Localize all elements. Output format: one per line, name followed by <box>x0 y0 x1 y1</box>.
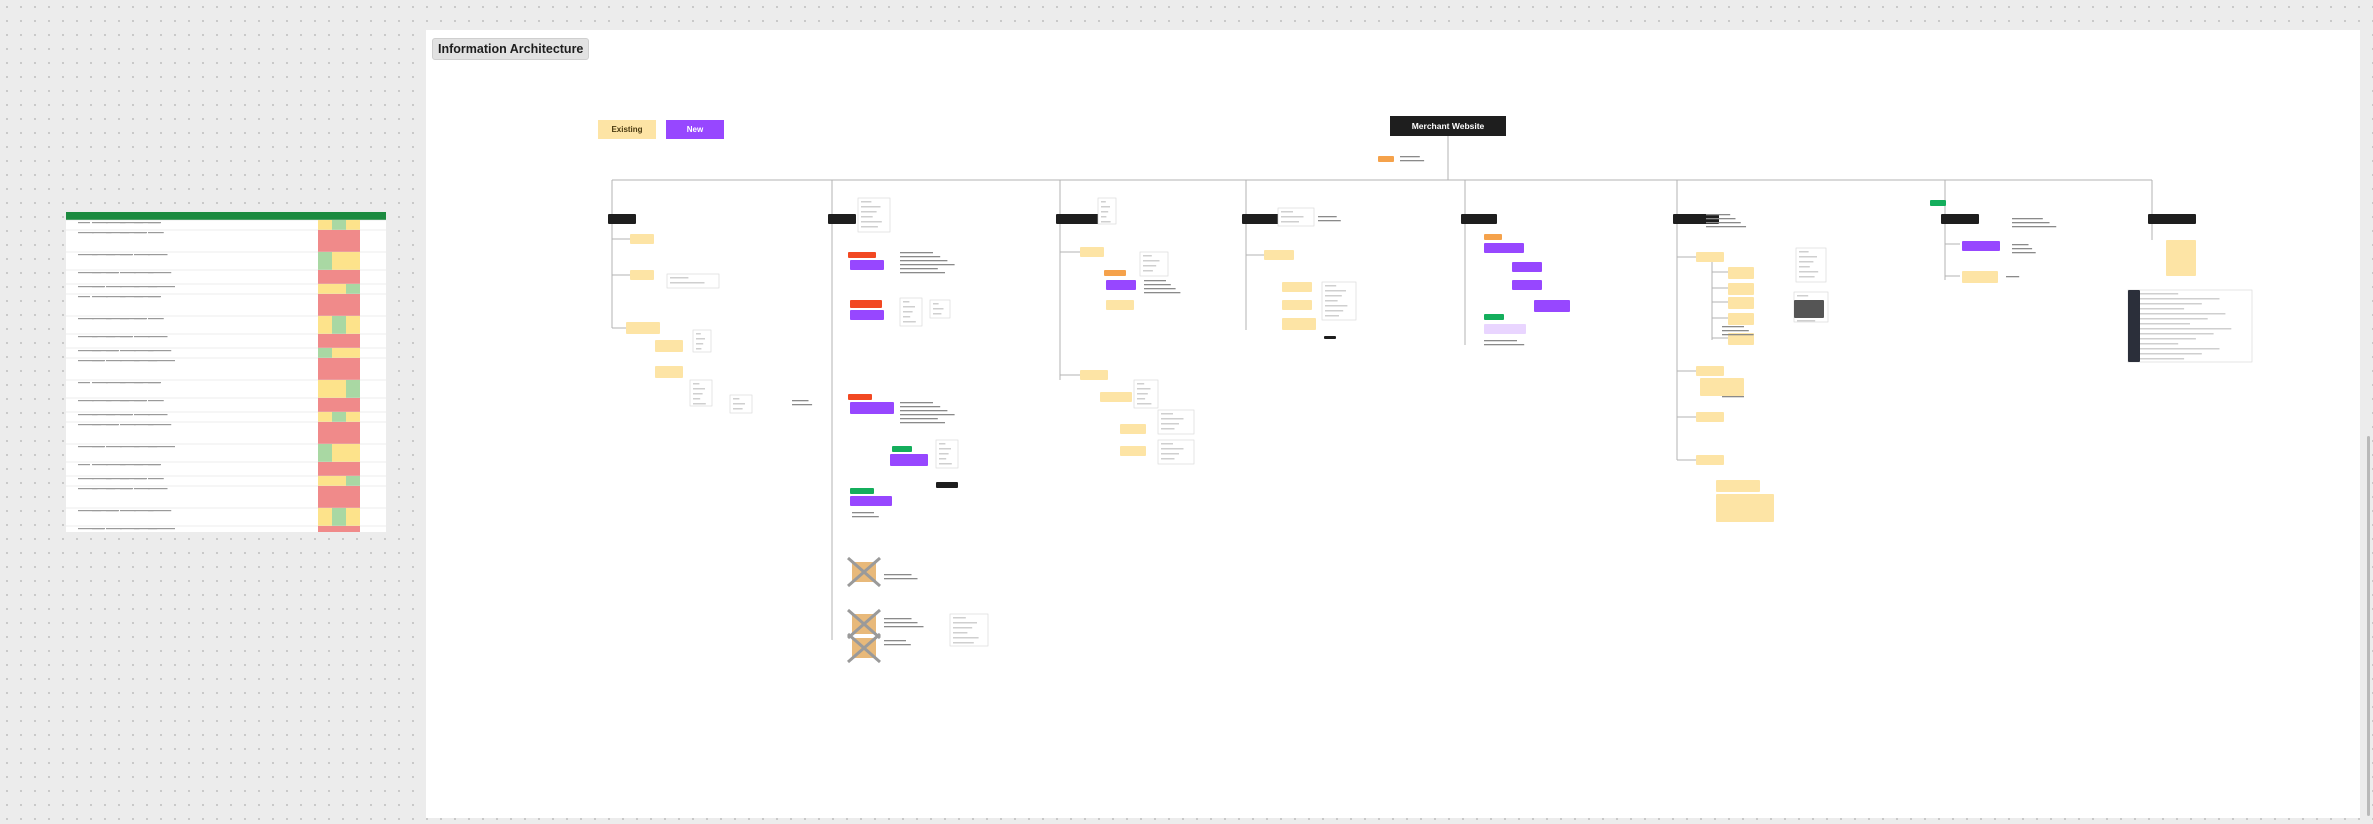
existing-node <box>1282 300 1312 310</box>
existing-node <box>1080 370 1108 380</box>
section-node <box>1673 214 1719 224</box>
badge-red <box>848 394 872 400</box>
root-node-merchant-website[interactable]: Merchant Website <box>1390 116 1506 136</box>
new-light-node <box>1484 324 1526 334</box>
new-feature-node <box>850 260 884 270</box>
existing-node <box>1696 455 1724 465</box>
section-node <box>608 214 636 224</box>
screenshot-thumbnail <box>666 273 720 289</box>
section-node <box>828 214 856 224</box>
screenshot-thumbnail <box>949 613 989 647</box>
existing-node <box>1728 297 1754 309</box>
existing-node <box>1100 392 1132 402</box>
login-node <box>630 234 654 244</box>
reset-password-node <box>655 340 683 352</box>
screenshot-thumbnail <box>692 329 712 353</box>
section-node <box>1056 214 1106 224</box>
new-feature-node <box>890 454 928 466</box>
section-node <box>1941 214 1979 224</box>
verify-email-node <box>655 366 683 378</box>
note-block <box>1700 378 1744 396</box>
badge-orange <box>1484 234 1502 240</box>
existing-node <box>1728 267 1754 279</box>
existing-node <box>1080 247 1104 257</box>
new-feature-node <box>1106 280 1136 290</box>
spreadsheet-grid <box>66 212 386 532</box>
existing-node <box>1728 313 1754 325</box>
badge-green <box>1930 200 1946 206</box>
vertical-scrollbar[interactable] <box>2367 436 2370 816</box>
badge-green <box>892 446 912 452</box>
frame-title[interactable]: Information Architecture <box>432 38 590 60</box>
sticky-note <box>2166 240 2196 276</box>
existing-node <box>1282 318 1316 330</box>
forgot-password-node <box>626 322 660 334</box>
existing-node <box>1962 271 1998 283</box>
badge-red <box>850 300 882 308</box>
legend-note-badge <box>1378 156 1394 162</box>
existing-node <box>1120 424 1146 434</box>
screenshot-dark <box>1794 300 1824 318</box>
new-feature-node <box>1962 241 2000 251</box>
existing-node <box>1696 412 1724 422</box>
badge-green <box>1484 314 1504 320</box>
sidebar-strip <box>2128 290 2140 362</box>
new-feature-node <box>1512 262 1542 272</box>
existing-node <box>1716 480 1760 492</box>
dashboard-screenshot <box>2127 289 2253 363</box>
existing-node <box>1264 250 1294 260</box>
existing-node <box>1728 333 1754 345</box>
new-feature-node <box>850 402 894 414</box>
legend-new: New <box>666 120 724 139</box>
section-node <box>1461 214 1497 224</box>
new-feature-node <box>1484 243 1524 253</box>
badge-red <box>848 252 876 258</box>
existing-node <box>1728 283 1754 295</box>
legend-existing: Existing <box>598 120 656 139</box>
section-node <box>2148 214 2196 224</box>
existing-node <box>1696 252 1724 262</box>
existing-node <box>1106 300 1134 310</box>
badge-orange <box>1104 270 1126 276</box>
screenshot-thumbnail <box>1321 281 1357 321</box>
existing-node <box>1120 446 1146 456</box>
new-feature-node <box>1512 280 1542 290</box>
requirements-spreadsheet[interactable] <box>66 212 386 532</box>
existing-node <box>1696 366 1724 376</box>
new-feature-node <box>1534 300 1570 312</box>
signup-node <box>630 270 654 280</box>
badge-green <box>850 488 874 494</box>
existing-node <box>1282 282 1312 292</box>
note-block <box>1716 494 1774 522</box>
dark-bar <box>1324 336 1336 339</box>
dark-bar <box>936 482 958 488</box>
new-feature-node <box>850 310 884 320</box>
new-feature-node <box>850 496 892 506</box>
